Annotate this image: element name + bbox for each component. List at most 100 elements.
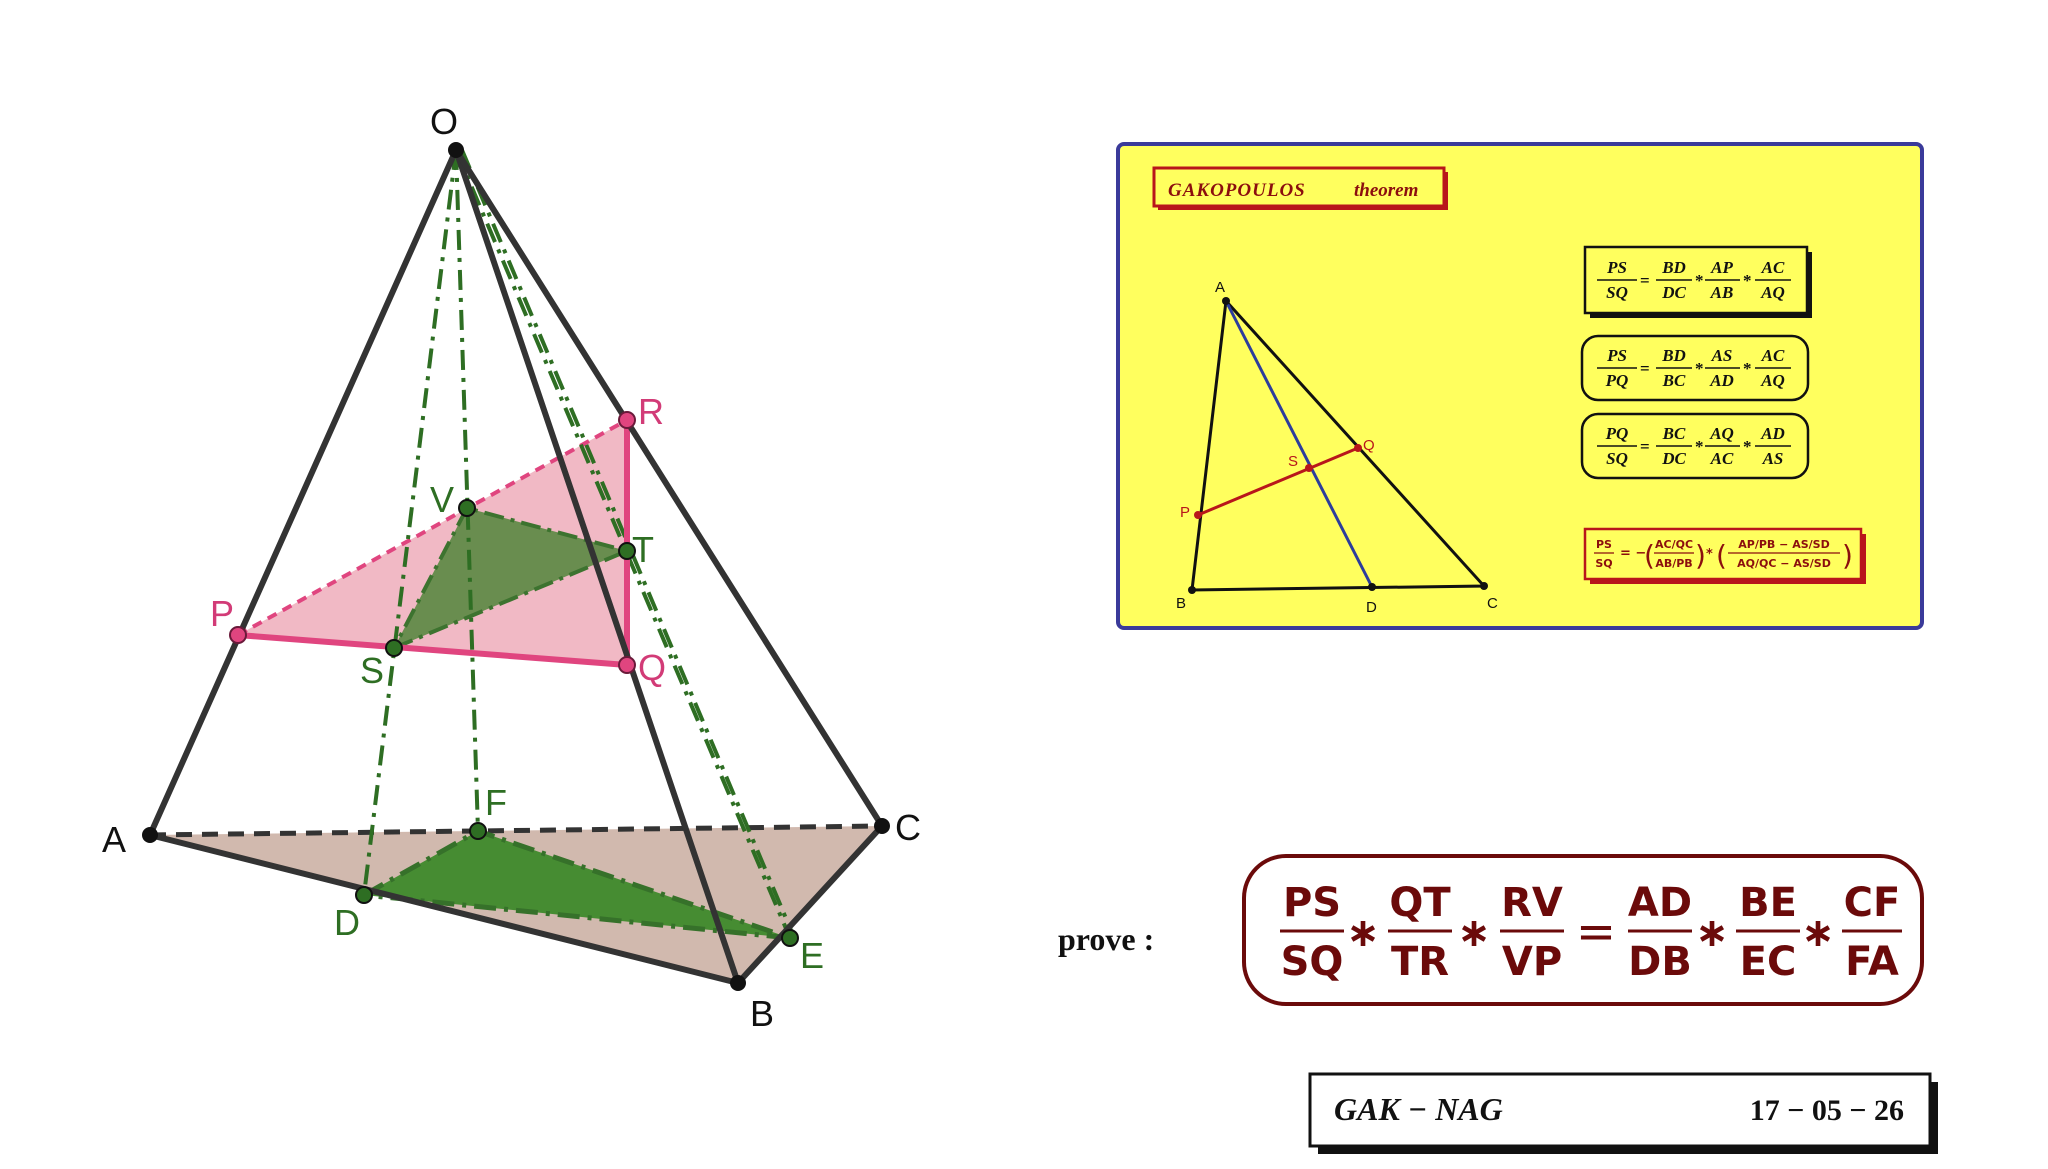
svg-text:*: * (1743, 437, 1752, 456)
svg-text:=: = (1640, 437, 1650, 456)
line-of (454, 149, 480, 832)
label-r: R (638, 391, 664, 432)
point-v (458, 499, 476, 517)
f3-lhs-den: SQ (1606, 449, 1628, 468)
f2-t1-den: BC (1662, 371, 1686, 390)
prove-times-3: ∗ (1695, 910, 1729, 956)
mini-cevian-ad (1224, 300, 1374, 588)
edge-oc (453, 147, 885, 829)
formula-3: PQ SQ = BC DC * AQ AC * AD AS (1580, 412, 1810, 480)
label-q: Q (638, 647, 666, 688)
f4-t2-num: AP/PB − AS/SD (1738, 538, 1829, 551)
svg-text:*: * (1695, 359, 1704, 378)
label-s: S (360, 650, 384, 691)
edge-bc (735, 823, 885, 986)
section-stv (389, 505, 634, 652)
point-c (874, 818, 890, 834)
point-q (618, 656, 636, 674)
f3-t1-num: BC (1662, 424, 1686, 443)
prove-equals: = (1576, 904, 1616, 960)
signature-frame (1308, 1072, 1932, 1148)
label-p: P (210, 593, 234, 634)
f1-lhs-num: PS (1606, 258, 1627, 277)
svg-text:=: = (1640, 271, 1650, 290)
label-c: C (895, 807, 921, 848)
signature-box: GAK − NAG 17 − 05 − 26 (1308, 1072, 1938, 1154)
svg-text:(: ( (1716, 539, 1727, 572)
cevian-lines (362, 149, 795, 939)
edge-oa (147, 147, 459, 838)
mini-label-a: A (1215, 279, 1225, 296)
svg-text:= −: = − (1620, 546, 1646, 561)
svg-text:*: * (1695, 271, 1704, 290)
prove-frac-1-num: PS (1283, 880, 1341, 926)
point-f (469, 822, 487, 840)
theorem-title-name: GAKOPOULOS (1168, 180, 1306, 201)
label-t: T (632, 529, 654, 570)
mini-label-p: P (1180, 504, 1190, 521)
prove-frac-2-den: TR (1391, 939, 1449, 985)
edge-ab (147, 832, 741, 986)
prove-frac-6-num: CF (1844, 880, 1901, 926)
f2-lhs-den: PQ (1605, 371, 1629, 390)
point-r (618, 411, 636, 429)
pyramid-diagram: O A B C R T Q P S V F D E (102, 101, 921, 1034)
prove-times-4: ∗ (1801, 910, 1835, 956)
point-e (781, 929, 799, 947)
point-s (385, 639, 403, 657)
f2-t2-num: AS (1711, 346, 1733, 365)
f3-t1-den: DC (1661, 449, 1686, 468)
point-d (355, 886, 373, 904)
f3-t2-num: AQ (1709, 424, 1734, 443)
f1-t2-num: AP (1710, 258, 1733, 277)
svg-text:): ) (1695, 539, 1706, 572)
f3-t2-den: AC (1710, 449, 1734, 468)
edge-ac-hidden (149, 823, 883, 838)
formula-4: PS SQ = − ( AC/QC AB/PB ) * ( AP/PB − AS… (1583, 527, 1866, 584)
formula-1: PS SQ = BD DC * AP AB * AC AQ (1583, 245, 1812, 318)
prove-frac-2-num: QT (1389, 880, 1451, 926)
theorem-panel: GAKOPOULOS theorem A B C D P Q S (1116, 142, 1924, 630)
svg-text:): ) (1842, 539, 1853, 572)
mini-label-b: B (1176, 595, 1186, 612)
mini-triangle: A B C D P Q S (1176, 279, 1498, 616)
f4-lhs-den: SQ (1595, 557, 1612, 570)
theorem-title: GAKOPOULOS theorem (1152, 166, 1448, 210)
prove-frac-5-den: EC (1740, 939, 1797, 985)
f1-t3-den: AQ (1760, 283, 1785, 302)
prove-frac-6-den: FA (1845, 939, 1899, 985)
mini-label-q: Q (1363, 437, 1375, 454)
f4-t2-den: AQ/QC − AS/SD (1737, 557, 1831, 570)
prove-frac-4-den: DB (1628, 939, 1692, 985)
point-p (229, 626, 247, 644)
f4-t1-den: AB/PB (1655, 557, 1692, 570)
formula-2: PS PQ = BD BC * AS AD * AC AQ (1580, 334, 1810, 402)
signature-left: GAK − NAG (1334, 1091, 1503, 1127)
prove-frac-3-den: VP (1502, 939, 1562, 985)
svg-text:*: * (1706, 547, 1713, 562)
f4-lhs-num: PS (1596, 538, 1612, 551)
mini-segment-pq (1197, 446, 1359, 517)
label-d: D (334, 902, 360, 943)
prove-formula-box (1242, 854, 1924, 1006)
f2-t2-den: AD (1709, 371, 1734, 390)
f1-t2-den: AB (1710, 283, 1734, 302)
label-f: F (485, 782, 507, 823)
svg-text:(: ( (1644, 539, 1655, 572)
prove-frac-1-den: SQ (1281, 939, 1344, 985)
label-v: V (430, 479, 454, 520)
f4-t1-num: AC/QC (1655, 538, 1693, 551)
point-t (618, 542, 636, 560)
label-a: A (102, 819, 126, 860)
label-o: O (430, 101, 458, 142)
mini-label-d: D (1366, 599, 1377, 616)
f2-t1-num: BD (1661, 346, 1686, 365)
line-oe-2 (460, 149, 795, 936)
f3-t3-num: AD (1760, 424, 1785, 443)
f1-t1-num: BD (1661, 258, 1686, 277)
pyramid-points (142, 142, 890, 991)
prove-frac-4-num: AD (1628, 880, 1692, 926)
prove-times-1: ∗ (1346, 910, 1380, 956)
svg-text:*: * (1743, 271, 1752, 290)
